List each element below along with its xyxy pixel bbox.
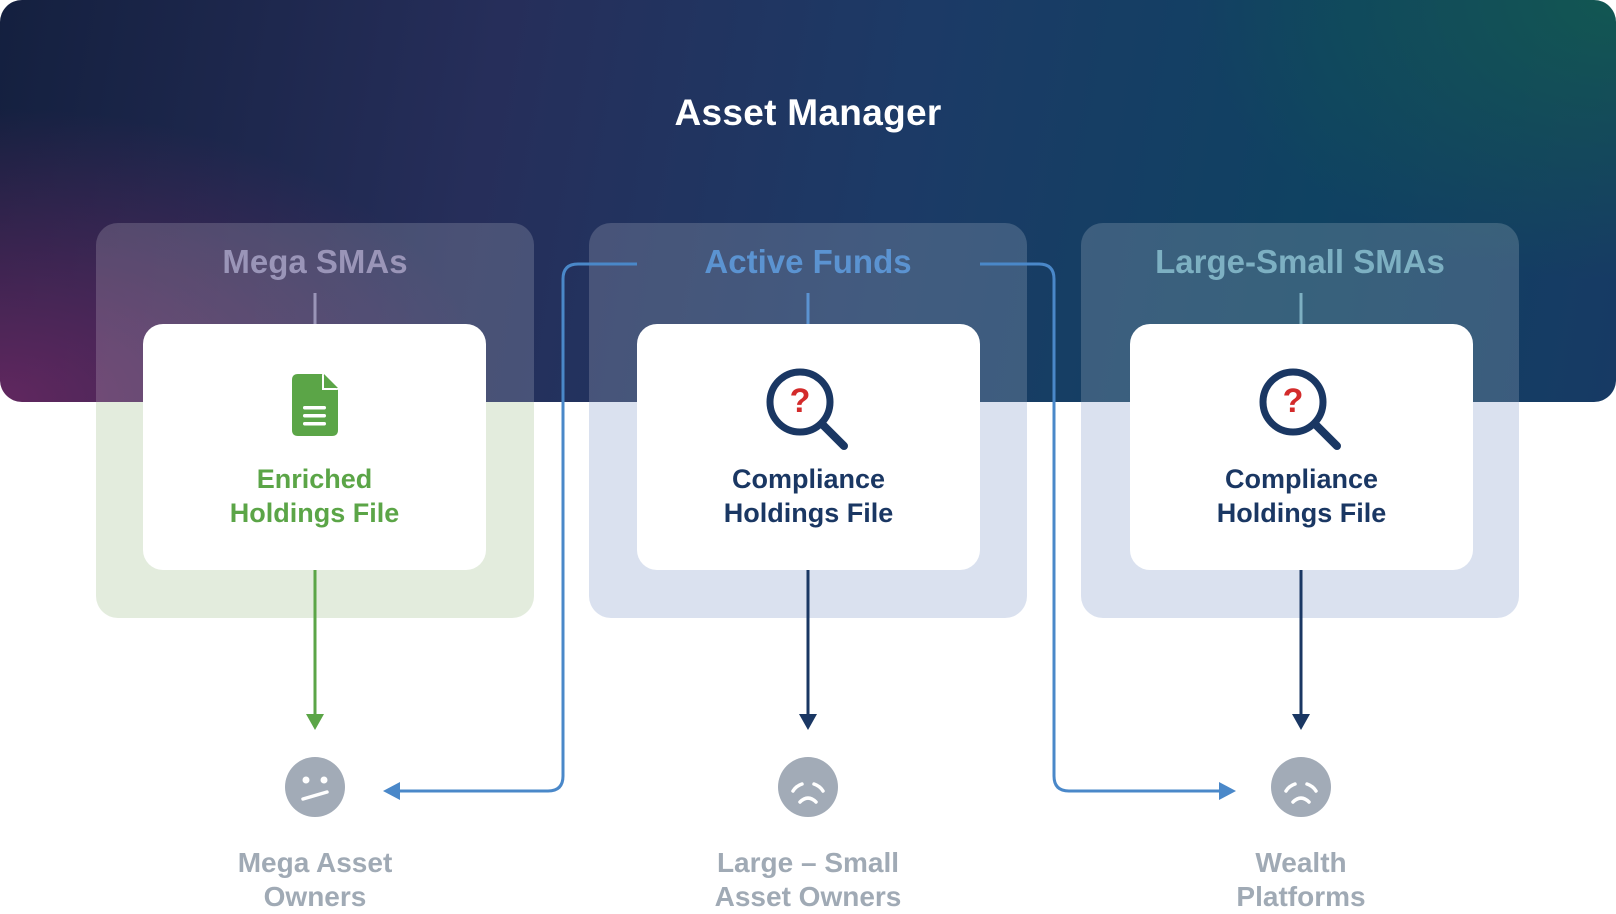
connector-arrowhead-right	[1219, 782, 1236, 800]
connector-active-funds-to-wealth	[980, 262, 1220, 793]
sad-face-icon	[777, 756, 839, 818]
arrow-to-recipient-2	[799, 570, 817, 730]
column-title: Mega SMAs	[222, 243, 408, 280]
connector-arrowhead-left	[383, 782, 400, 800]
arrow-to-recipient-3	[1292, 570, 1310, 730]
column-title: Large-Small SMAs	[1155, 243, 1445, 280]
document-icon	[291, 374, 338, 441]
svg-text:?: ?	[1282, 382, 1303, 420]
svg-text:?: ?	[789, 382, 810, 420]
asset-manager-title: Asset Manager	[674, 92, 942, 133]
connector-active-funds-to-mega-owners	[398, 262, 637, 793]
neutral-face-icon	[284, 756, 346, 818]
sad-face-icon	[1270, 756, 1332, 818]
arrow-to-recipient-1	[306, 570, 324, 730]
column-title: Active Funds	[704, 243, 912, 280]
magnifier-question-icon: ?	[764, 366, 854, 457]
magnifier-question-icon: ?	[1257, 366, 1347, 457]
